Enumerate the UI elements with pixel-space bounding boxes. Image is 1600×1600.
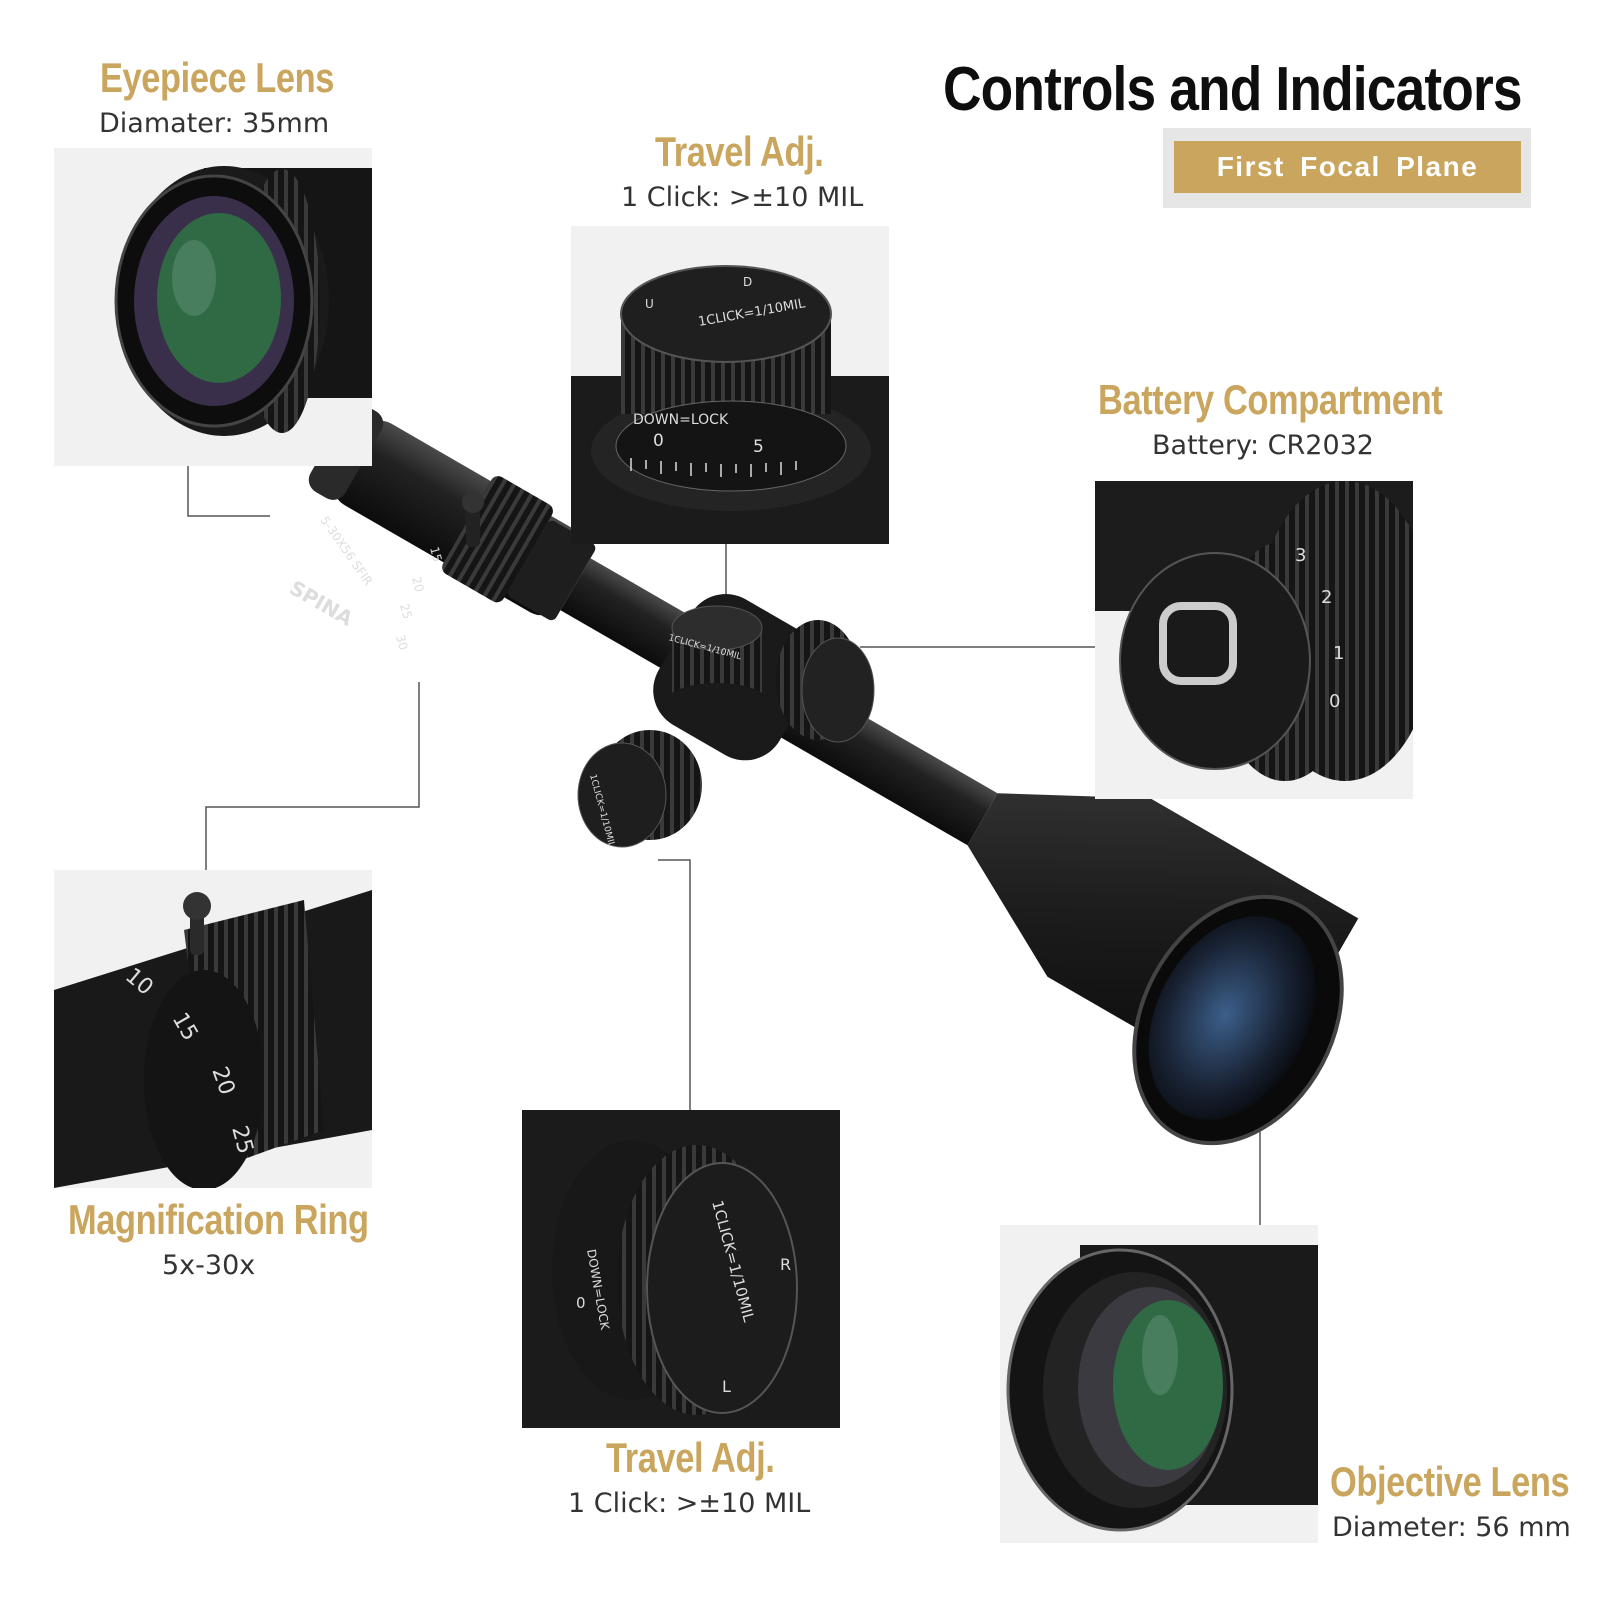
elev-dir-d: D [743, 275, 752, 289]
windage-turret [577, 730, 702, 848]
battery-mark-2: 2 [1321, 587, 1332, 608]
windage-turret-photo: 1CLICK=1/10MIL DOWN=LOCK R L 0 [522, 1110, 840, 1428]
magnification-spec: 5x-30x [162, 1250, 256, 1281]
elev-five: 5 [753, 437, 764, 457]
magnification-photo: 10 15 20 25 [54, 870, 372, 1188]
callout-lines [187, 466, 1261, 1225]
focal-plane-badge: First Focal Plane [1174, 141, 1521, 193]
mag-mark-30: 30 [393, 633, 410, 651]
model-marking: 5-30X56 SFIR [318, 514, 376, 588]
elevation-turret-photo: 1CLICK=1/10MIL DOWN=LOCK 0 5 U D [571, 226, 889, 544]
objective-photo [1000, 1225, 1318, 1543]
objective-label: Objective Lens [1330, 1458, 1570, 1505]
battery-mark-0: 0 [1329, 691, 1340, 712]
battery-label: Battery Compartment [1098, 376, 1443, 423]
wind-zero: 0 [576, 1294, 586, 1312]
side-focus-turret [776, 620, 875, 743]
travel-bottom-spec: 1 Click: >±10 MIL [568, 1488, 811, 1519]
elev-down-lock: DOWN=LOCK [633, 412, 729, 428]
brand-marking: SPINA [286, 576, 358, 631]
elevation-turret [665, 605, 769, 723]
travel-bottom-label: Travel Adj. [606, 1434, 775, 1481]
battery-photo: 3 2 1 0 [1095, 481, 1413, 799]
travel-top-spec: 1 Click: >±10 MIL [621, 182, 864, 213]
eyepiece-spec: Diamater: 35mm [99, 108, 330, 139]
elev-zero: 0 [653, 431, 664, 451]
elev-dir-u: U [645, 297, 654, 311]
battery-spec: Battery: CR2032 [1152, 430, 1374, 461]
magnification-label: Magnification Ring [68, 1196, 369, 1243]
battery-mark-1: 1 [1333, 643, 1344, 664]
mag-mark-20: 20 [409, 575, 426, 593]
wind-dir-r: R [780, 1255, 791, 1274]
wind-dir-l: L [722, 1377, 731, 1396]
objective-spec: Diameter: 56 mm [1332, 1512, 1571, 1543]
eyepiece-label: Eyepiece Lens [100, 54, 334, 101]
eyepiece-photo [54, 148, 372, 466]
mag-mark-25: 25 [397, 602, 414, 620]
battery-mark-3: 3 [1295, 545, 1306, 566]
page-title: Controls and Indicators [943, 55, 1523, 124]
mag-mark-15: 15 [427, 545, 444, 563]
travel-top-label: Travel Adj. [655, 128, 824, 175]
